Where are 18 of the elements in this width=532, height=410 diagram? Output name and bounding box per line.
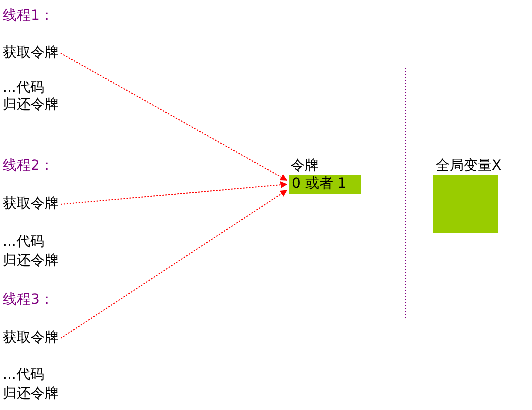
step-text: 获取令牌 (3, 196, 59, 213)
dotted-arrow (60, 182, 288, 205)
code-line: 归还令牌 (3, 97, 59, 114)
code-line: ...代码 (3, 367, 44, 384)
code-line: ...代码 (3, 80, 44, 97)
code-line: 归还令牌 (3, 253, 59, 270)
thread-heading: 线程3： (3, 292, 54, 309)
box-heading: 令牌 (290, 158, 320, 175)
dotted-arrow (60, 190, 288, 339)
code-line: 归还令牌 (3, 386, 59, 403)
step-text: 获取令牌 (3, 45, 59, 62)
thread-heading: 线程1： (3, 8, 54, 25)
box-heading: 全局变量X (435, 158, 502, 175)
thread-heading: 线程2： (3, 158, 54, 175)
dotted-arrow (60, 53, 288, 181)
value-box: 0 或者 1 (289, 175, 361, 194)
code-line: ...代码 (3, 234, 44, 251)
step-text: 获取令牌 (3, 330, 59, 347)
